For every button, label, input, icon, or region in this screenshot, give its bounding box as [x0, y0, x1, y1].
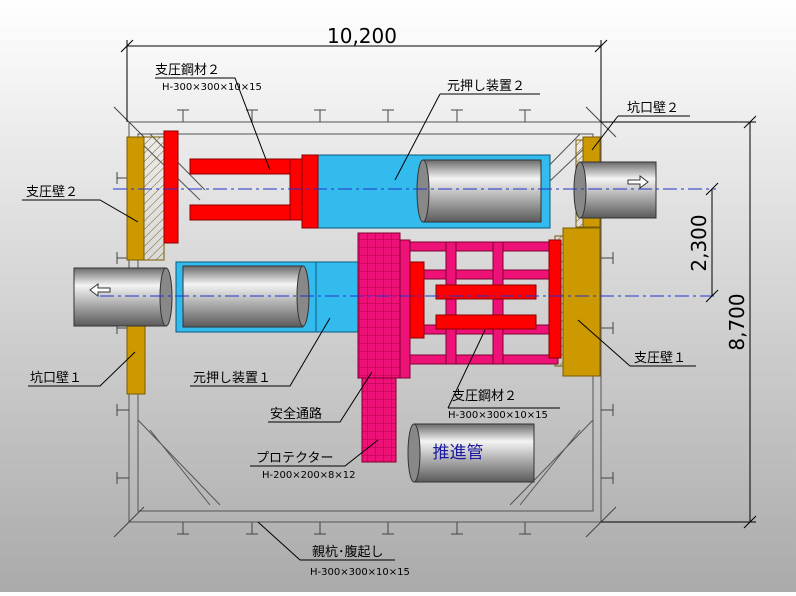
label-pusher-1: 元押し装置１ [193, 371, 271, 386]
label-steel-top: 支圧鋼材２ [155, 63, 220, 78]
label-pile-spec: H-300×300×10×15 [310, 567, 410, 578]
dimension-right [601, 115, 757, 529]
centerlines [100, 188, 716, 297]
pipe-right-upper [573, 161, 657, 219]
label-steel-bottom-spec: H-300×300×10×15 [448, 410, 548, 421]
dimension-top-value: 10,200 [327, 24, 397, 48]
frame-ticks [113, 106, 617, 538]
label-protector-spec: H-200×200×8×12 [262, 470, 356, 481]
steel-members-2-upper [163, 130, 305, 244]
bearing-wall-2 [126, 136, 165, 261]
label-pile: 親杭･腹起し [312, 544, 384, 560]
label-bearing-wall-2: 支圧壁２ [26, 185, 78, 200]
label-portal-wall-1: 坑口壁１ [30, 371, 82, 386]
portal-wall-1 [126, 325, 146, 395]
label-steel-top-spec: H-300×300×10×15 [162, 82, 262, 93]
label-pusher-2: 元押し装置２ [447, 79, 525, 94]
pusher-2 [301, 154, 551, 229]
pusher-1 [175, 261, 359, 333]
label-safe-passage: 安全通路 [270, 406, 322, 422]
dimension-right-total: 8,700 [725, 293, 749, 350]
leader-lines [22, 77, 696, 561]
label-protector: プロテクター [256, 451, 333, 466]
label-portal-wall-2: 坑口壁２ [627, 101, 679, 116]
bearing-wall-1 [554, 227, 601, 377]
dimension-right-offset: 2,300 [687, 214, 711, 271]
jacking-pipe-stored: 推進管 [407, 423, 535, 483]
steel-members-2-lower [409, 239, 562, 365]
label-bearing-wall-1: 支圧壁１ [634, 351, 686, 366]
arrow-left-icon [89, 283, 111, 297]
protector-and-passage [357, 232, 411, 463]
jacking-pipe-label: 推進管 [433, 443, 484, 463]
arrow-right-icon [627, 175, 649, 189]
pipe-left-lower [73, 267, 173, 327]
dimension-top [120, 39, 608, 122]
label-steel-bottom: 支圧鋼材２ [452, 389, 517, 404]
